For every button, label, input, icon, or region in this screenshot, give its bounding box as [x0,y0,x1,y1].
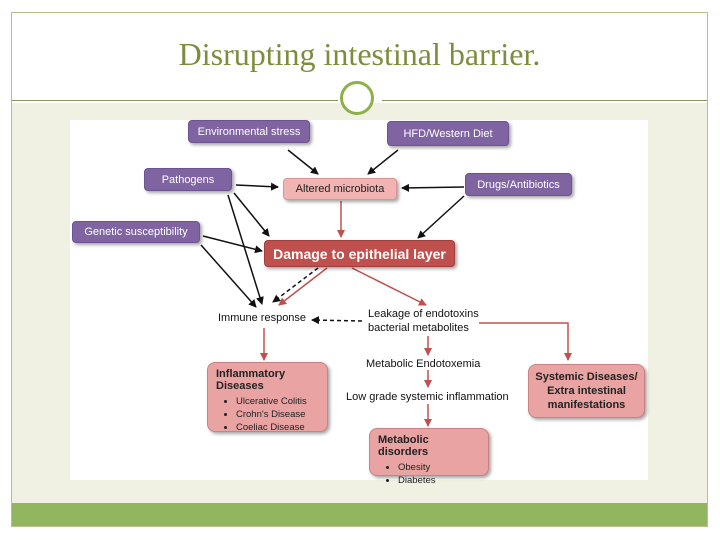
genetic-susceptibility-box: Genetic susceptibility [72,221,200,243]
systemic-line1: Systemic Diseases/ [535,371,638,383]
systemic-line3: manifestations [547,399,626,411]
low-grade-inflammation-label: Low grade systemic inflammation [346,391,509,403]
arrow-genetic-to-damage [202,235,263,254]
ring-ornament-icon [340,81,374,115]
slide-title: Disrupting intestinal barrier. [178,36,541,72]
systemic-line2: Extra intestinal [547,385,626,397]
metabolic-disorders-box: Metabolic disorders Obesity Diabetes [369,428,489,486]
altered-microbiota-box: Altered microbiota [283,178,397,200]
environmental-stress-box: Environmental stress [188,120,310,143]
arrow-damage-to-leakage [351,267,427,306]
inflammatory-diseases-box: Inflammatory Diseases Ulcerative Colitis… [207,362,328,434]
arrow-leakage-to-systemic [479,322,572,361]
arrow-leakage-to-immune-dashed [311,316,363,325]
systemic-diseases-box: Systemic Diseases/ Extra intestinal mani… [528,364,645,418]
list-item: Ulcerative Colitis [236,395,319,408]
arrow-damage-to-immune-red [278,267,328,306]
list-item: Diabetes [398,474,480,487]
leakage-label-line2: bacterial metabolites [368,322,469,334]
arrow-pathogens-to-damage [233,192,270,237]
inflammatory-diseases-title: Inflammatory Diseases [216,368,286,392]
metabolic-endotoxemia-label: Metabolic Endotoxemia [366,358,481,370]
arrow-damage-to-immune-dashed [272,267,319,303]
arrow-env-to-microbiota [287,149,319,175]
pathogens-box: Pathogens [144,168,232,191]
title-rule-left [12,100,338,101]
title-rule-right [382,100,707,101]
list-item: Crohn's Disease [236,408,319,421]
footer-bar [12,503,707,526]
arrow-pathogens-to-microbiota [235,182,279,191]
arrow-pathogens-to-immune [227,194,264,305]
arrow-drugs-to-damage [417,195,465,239]
leakage-label-line1: Leakage of endotoxins [368,308,479,320]
list-item: Obesity [398,461,480,474]
hfd-diet-box: HFD/Western Diet [387,121,509,146]
arrow-drugs-to-microbiota [401,183,465,192]
damage-epithelial-box: Damage to epithelial layer [264,240,455,267]
arrow-genetic-to-immune [200,244,257,308]
immune-response-label: Immune response [218,312,307,324]
list-item: Coeliac Disease [236,421,319,434]
arrow-hfd-to-microbiota [367,149,399,175]
metabolic-disorders-title: Metabolic disorders [378,434,429,458]
drugs-antibiotics-box: Drugs/Antibiotics [465,173,572,196]
